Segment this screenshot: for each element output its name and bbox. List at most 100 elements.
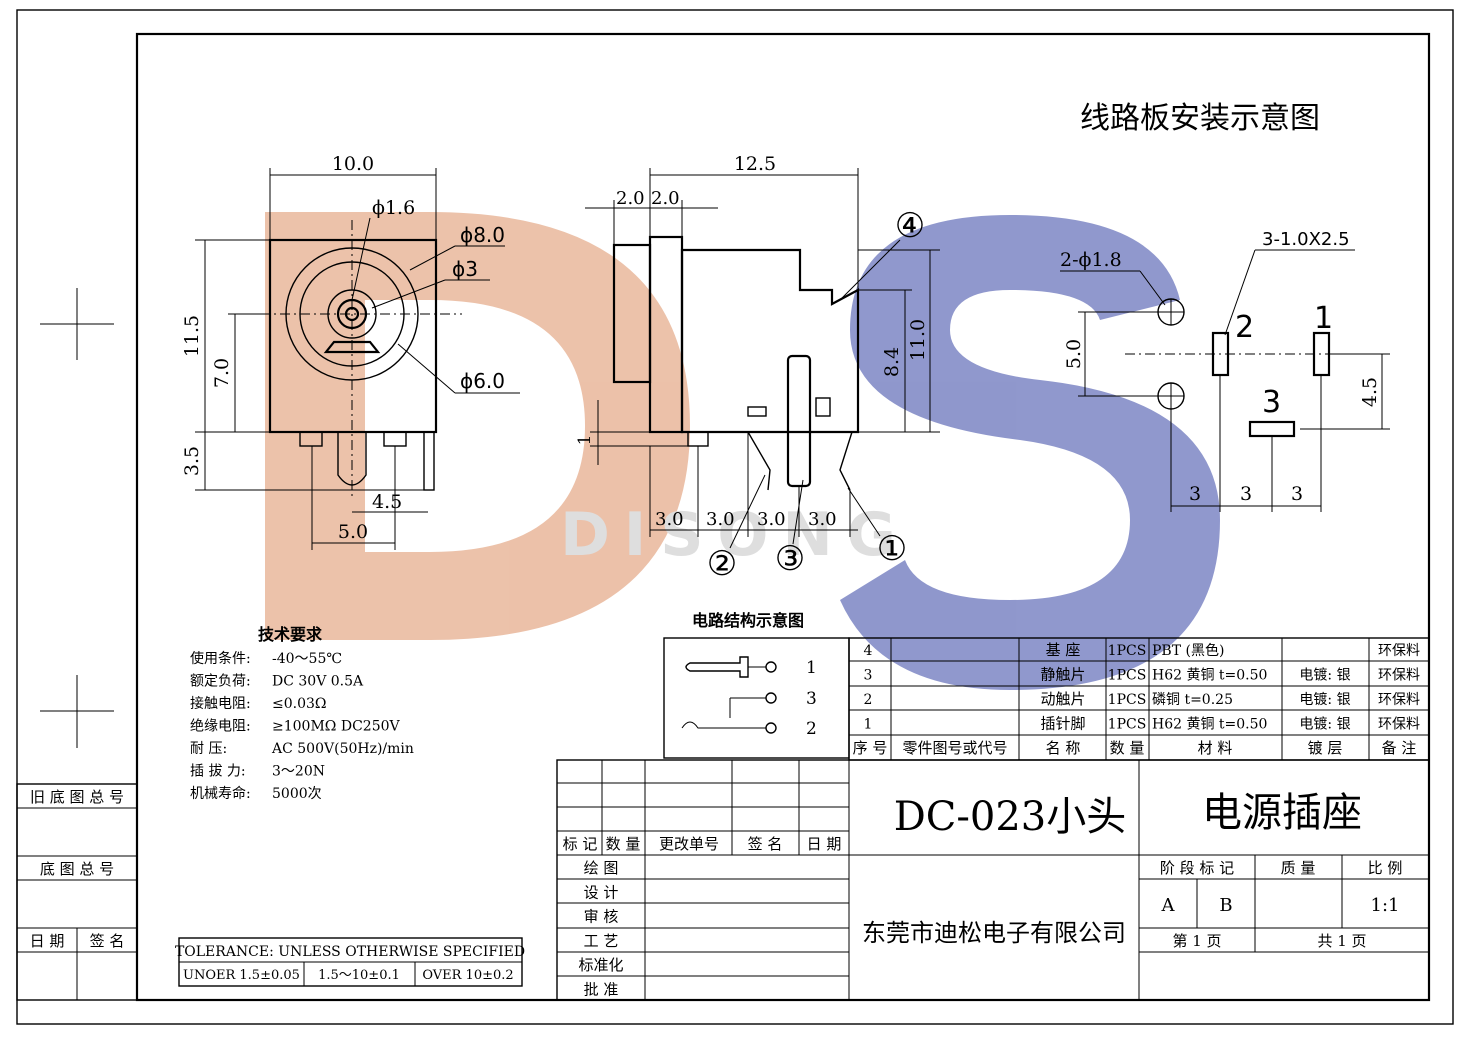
signoff-label: 设 计 <box>584 883 619 901</box>
pin1-lead <box>839 431 853 491</box>
pin2-lead <box>747 431 771 491</box>
bom-row-qty: 1PCS <box>1108 668 1147 684</box>
slots-label: 3-1.0X2.5 <box>1262 229 1350 250</box>
bom-header-mat: 材 料 <box>1198 739 1233 757</box>
dim-spacing-3b: 3 <box>1240 483 1252 505</box>
bom-header-name: 名 称 <box>1046 739 1081 757</box>
holes-label: 2-ϕ1.8 <box>1060 249 1122 271</box>
tolerance-title: TOLERANCE: UNLESS OTHERWISE SPECIFIED <box>175 944 525 960</box>
tech-key: 绝缘电阻: <box>190 719 251 735</box>
stage-b: B <box>1219 895 1232 916</box>
watermark: DISONG <box>265 212 1220 690</box>
tech-value: AC 500V(50Hz)/min <box>271 741 414 757</box>
bom-row-material: H62 黄铜 t=0.50 <box>1152 716 1267 733</box>
circuit-diagram: 电路结构示意图 1 3 2 <box>663 611 850 759</box>
tech-value: -40～55℃ <box>272 651 342 667</box>
latch <box>815 397 831 417</box>
tolerance-over: OVER 10±0.2 <box>422 968 513 983</box>
scale-value: 1:1 <box>1371 895 1400 916</box>
bom-row-name: 插针脚 <box>1040 715 1085 733</box>
pin3-lead <box>786 354 812 488</box>
balloon-3: ③ <box>775 539 805 579</box>
dim-spacing-3a: 3 <box>1189 483 1201 505</box>
mass-label: 质 量 <box>1281 859 1316 877</box>
pin-center-lead <box>337 432 367 486</box>
dim-dia-8: ϕ8.0 <box>460 223 505 247</box>
bom-row-no: 3 <box>864 668 873 684</box>
left-margin-table: 旧 底 图 总 号 底 图 总 号 日 期 签 名 <box>16 288 138 1001</box>
rev-date-label: 日 期 <box>807 835 842 853</box>
contact-clip <box>323 340 381 354</box>
bom-row-material: H62 黄铜 t=0.50 <box>1152 667 1267 684</box>
bom-row-plating: 电镀: 银 <box>1299 716 1350 733</box>
sign-label: 签 名 <box>90 932 125 950</box>
dim-pitch-4: 3.0 <box>808 509 837 530</box>
tech-key: 机械寿命: <box>190 785 251 802</box>
front-view: 10.0 ϕ1.6 ϕ8.0 ϕ3 ϕ6.0 11.5 7.0 3.5 4.5 … <box>181 153 520 550</box>
dim-height-3-5: 3.5 <box>181 446 203 476</box>
dim-height-8-4: 8.4 <box>881 347 903 377</box>
company-name: 东莞市迪松电子有限公司 <box>862 919 1126 947</box>
dim-pitch-3: 3.0 <box>757 509 786 530</box>
outer-border <box>16 9 1454 1025</box>
balloon-1: ① <box>877 529 907 569</box>
pin-left-stub <box>299 431 323 447</box>
body-side <box>680 248 860 434</box>
bom-row-qty: 1PCS <box>1108 692 1147 708</box>
slot-label-2: 2 <box>1235 310 1254 345</box>
tech-value: 5000次 <box>272 786 322 802</box>
spring <box>747 406 767 417</box>
slot-label-1: 1 <box>1314 301 1333 336</box>
front-body <box>268 238 438 434</box>
sheet-total: 共 1 页 <box>1317 932 1366 950</box>
dim-length-12-5: 12.5 <box>734 153 776 175</box>
bom-row-qty: 1PCS <box>1108 643 1147 659</box>
rev-mark-label: 标 记 <box>563 835 598 853</box>
dim-height-11-5: 11.5 <box>181 315 203 357</box>
tech-value: DC 30V 0.5A <box>272 674 364 690</box>
model-number: DC-023小头 <box>894 794 1127 840</box>
pin2-stub <box>687 431 709 447</box>
tech-key: 耐 压: <box>190 741 227 757</box>
balloon-4: ④ <box>895 206 925 246</box>
bom-row-plating: 电镀: 银 <box>1299 691 1350 708</box>
pin-right-stub <box>383 431 407 447</box>
old-base-number-label: 旧 底 图 总 号 <box>30 788 124 806</box>
bom-header-no: 序 号 <box>853 739 888 757</box>
bom-row-material: 磷铜 t=0.25 <box>1152 692 1233 708</box>
bom-header-note: 备 注 <box>1382 739 1417 757</box>
dim-dia-3: ϕ3 <box>452 257 478 281</box>
dim-width-5: 5.0 <box>338 521 368 543</box>
terminal-label-3: 3 <box>806 689 817 709</box>
dim-pitch-1: 3.0 <box>655 509 684 530</box>
rev-doc-label: 更改单号 <box>659 835 719 853</box>
dim-offset-1: 1 <box>575 435 595 446</box>
dim-height-7: 7.0 <box>211 358 233 388</box>
tech-key: 插 拔 力: <box>190 764 246 780</box>
tolerance-under: UNOER 1.5±0.05 <box>183 968 300 983</box>
tolerance-mid: 1.5～10±0.1 <box>318 968 400 983</box>
pin-side-lead <box>423 431 435 491</box>
dim-pitch-2: 3.0 <box>706 509 735 530</box>
stage-label: 阶 段 标 记 <box>1160 859 1234 877</box>
bom-row-material: PBT (黑色) <box>1152 642 1224 659</box>
watermark-d-shape <box>265 212 690 640</box>
bom-row-no: 2 <box>864 692 873 708</box>
tech-key: 接触电阻: <box>190 695 251 712</box>
circuit-title: 电路结构示意图 <box>692 611 804 630</box>
bom-row-name: 动触片 <box>1040 690 1085 708</box>
bom-row-no: 1 <box>864 717 873 733</box>
tolerance-box: TOLERANCE: UNLESS OTHERWISE SPECIFIED UN… <box>175 937 525 987</box>
balloon-2: ② <box>707 544 737 584</box>
mounting-diagram-title: 线路板安装示意图 <box>1080 101 1320 136</box>
stage-a: A <box>1161 895 1176 916</box>
dim-flange-2-0: 2.0 <box>616 188 645 209</box>
bom-row-note: 环保料 <box>1378 717 1420 733</box>
slot-label-3: 3 <box>1262 385 1281 420</box>
rev-count-label: 数 量 <box>606 835 641 853</box>
tech-value: ≤0.03Ω <box>272 696 327 712</box>
side-view: 12.5 2.0 2.0 11.0 8.4 1 3.0 3.0 3.0 3.0 … <box>575 153 940 584</box>
